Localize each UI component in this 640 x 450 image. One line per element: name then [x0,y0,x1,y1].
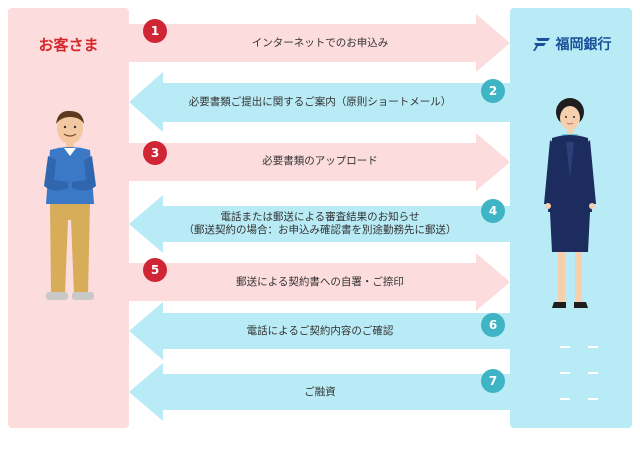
step-6-badge: 6 [481,313,505,337]
arrow-step-6 [129,302,510,360]
step-2-badge: 2 [481,79,505,103]
decor-dash [588,372,598,374]
bank-clerk-illustration [544,98,596,308]
arrow-step-7 [129,363,510,421]
step-6-text: 電話によるご契約内容のご確認 [246,325,394,337]
step-7-text: ご融資 [304,386,336,398]
step-3-text: 必要書類のアップロード [262,155,378,167]
step-4-text: 電話または郵送による審査結果のお知らせ （郵送契約の場合：お申込み確認書を別途勤… [130,211,510,237]
step-7-badge: 7 [481,369,505,393]
arrow-step-2 [129,72,510,132]
bank-logo: 福岡銀行 [516,33,628,55]
decor-dash [560,398,570,400]
bank-logo-icon [532,38,550,51]
step-4-badge: 4 [481,199,505,223]
step-5-text: 郵送による契約書への自署・ご捺印 [236,276,404,288]
bank-name: 福岡銀行 [555,37,612,53]
decor-dash [588,398,598,400]
step-4-text-line1: 電話または郵送による審査結果のお知らせ [220,211,420,223]
arrow-step-4 [129,195,510,253]
step-4-text-line2: （郵送契約の場合：お申込み確認書を別途勤務先に郵送） [183,224,457,236]
customer-illustration [44,110,96,300]
step-5-badge: 5 [143,258,167,282]
step-1-badge: 1 [143,19,167,43]
customer-title: お客さま [38,36,99,54]
step-3-badge: 3 [143,141,167,165]
arrow-step-3 [129,133,510,191]
decor-dash [588,346,598,348]
decor-dash [560,346,570,348]
step-1-text: インターネットでのお申込み [251,37,389,49]
decor-dash [560,372,570,374]
step-2-text: 必要書類ご提出に関するご案内（原則ショートメール） [188,96,452,108]
arrow-step-1 [129,14,510,72]
arrow-step-5 [129,253,510,311]
